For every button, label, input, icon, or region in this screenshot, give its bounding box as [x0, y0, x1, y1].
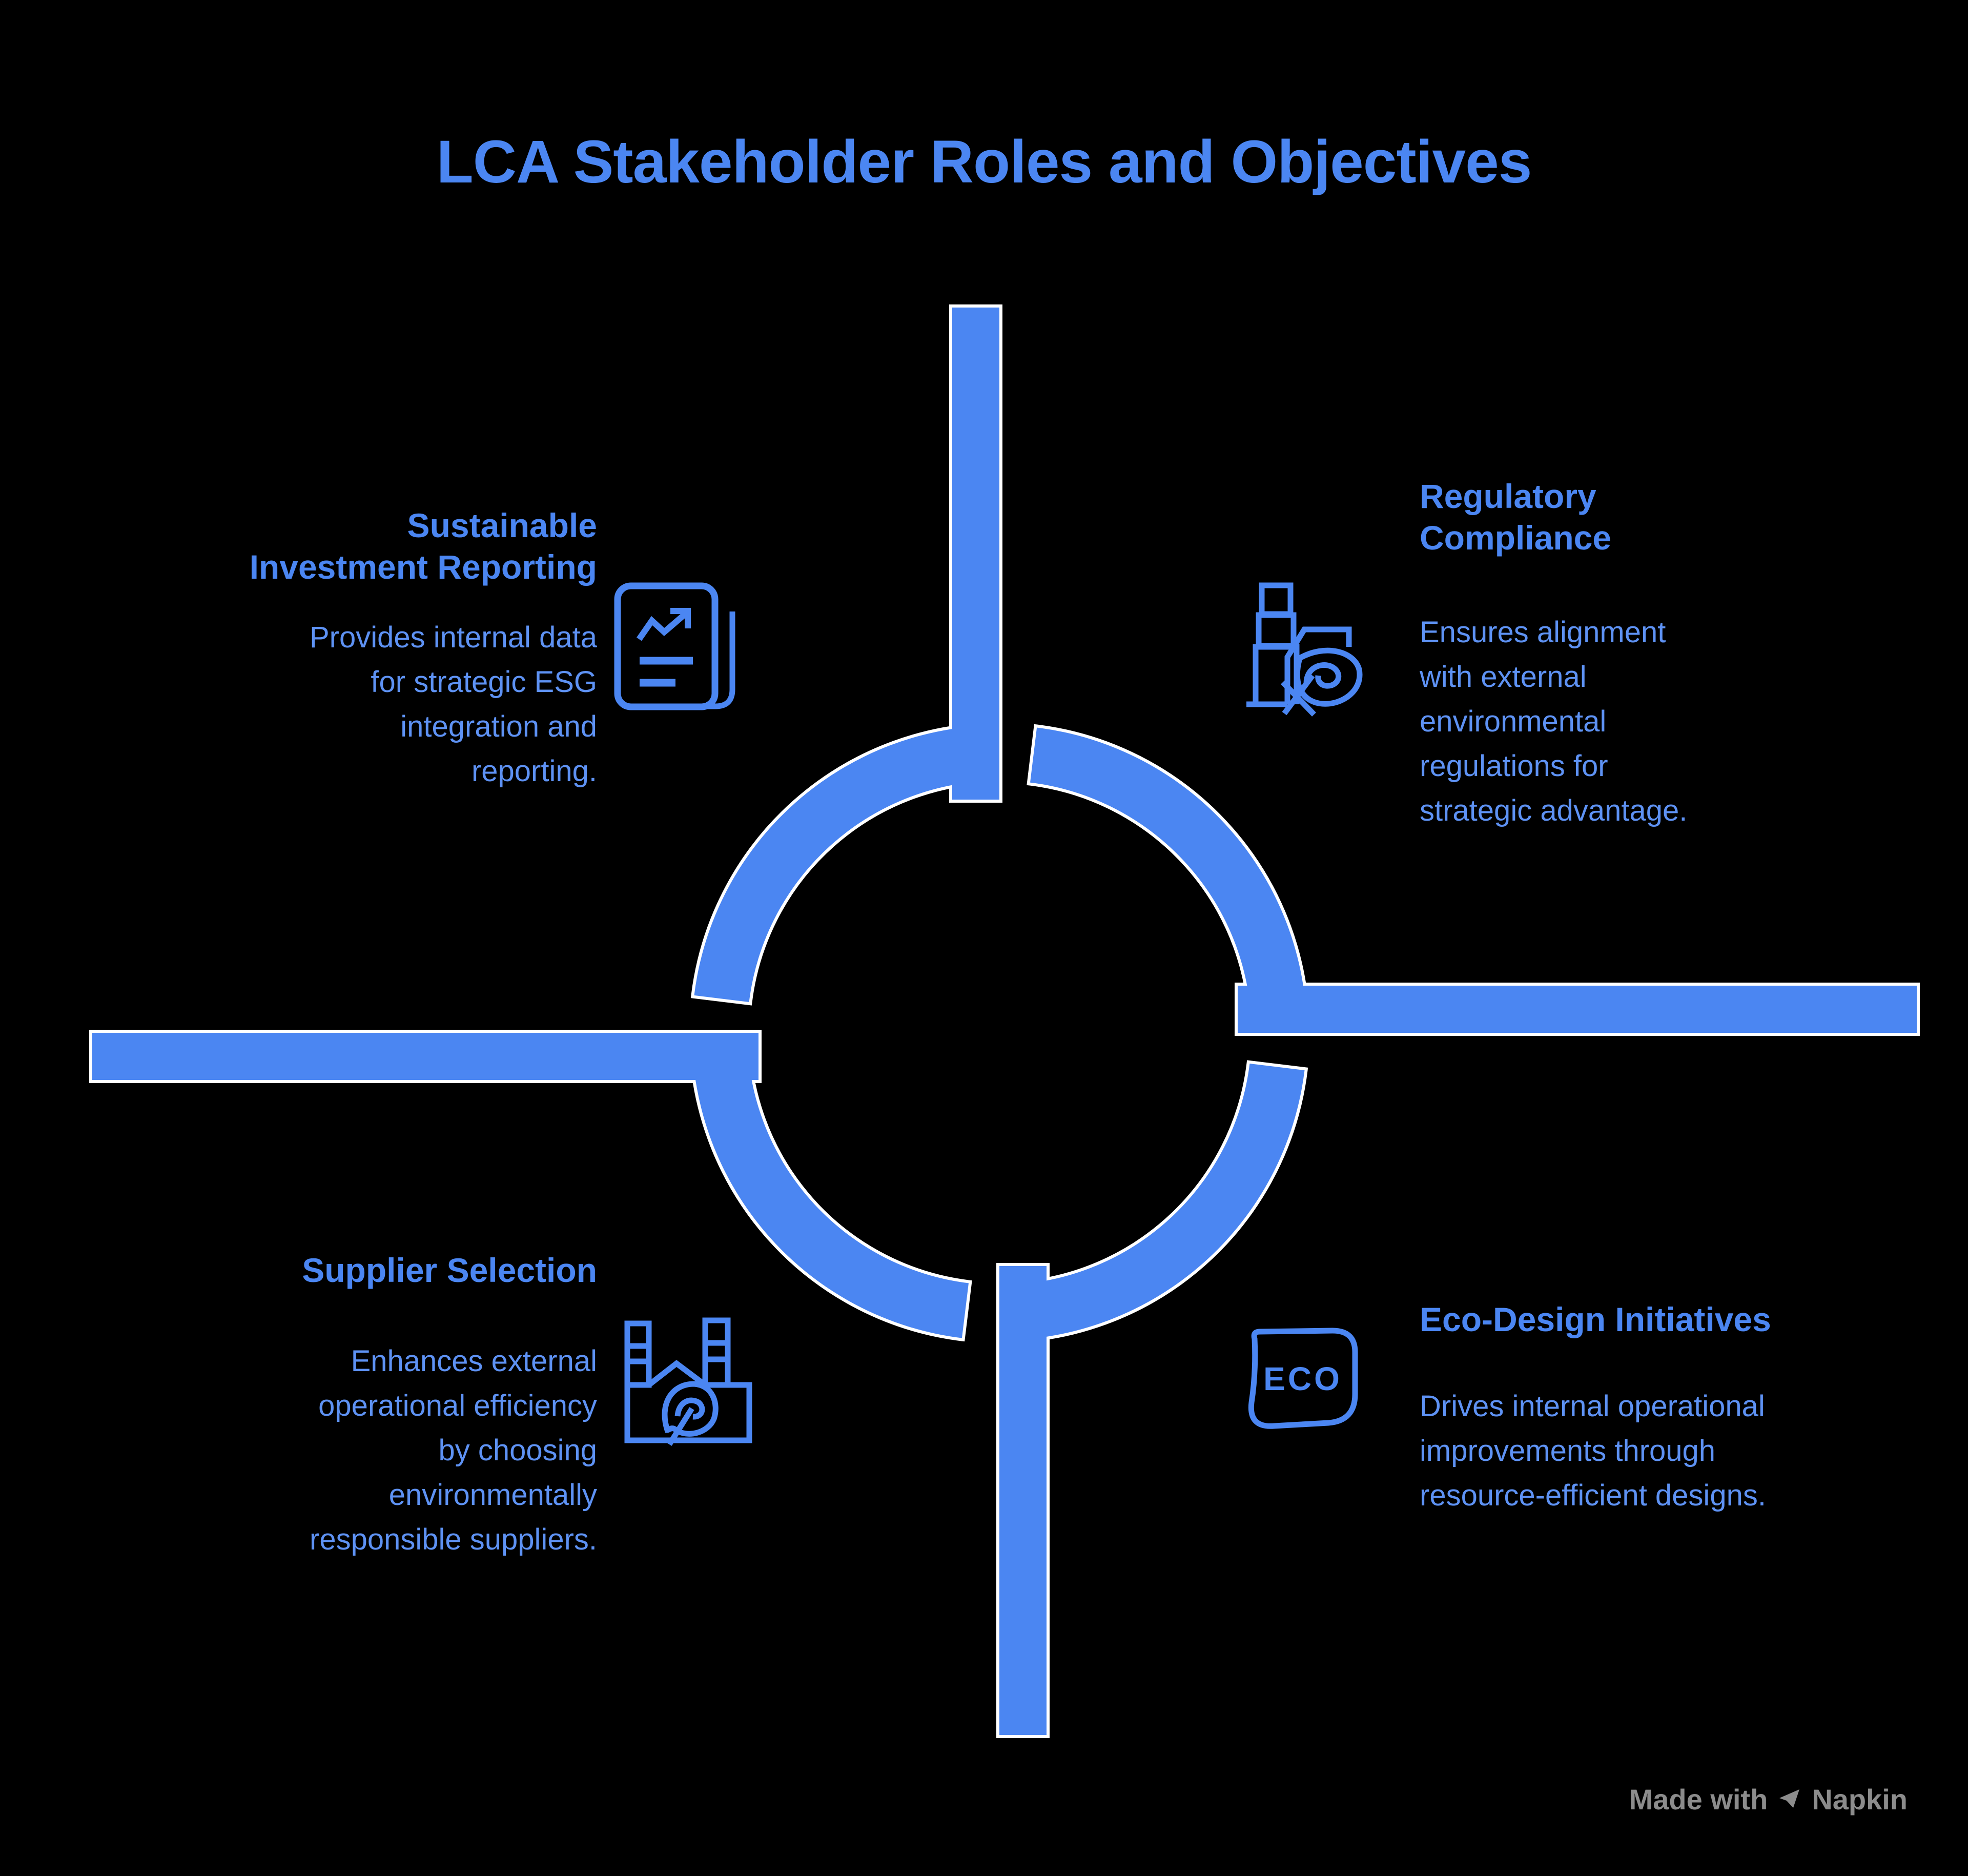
- quadrant-heading-supplier-selection: Supplier Selection: [302, 1251, 597, 1289]
- quadrant-body-eco-design-initiatives: Drives internal operational improvements…: [1420, 1390, 1766, 1512]
- quadrant-body-supplier-selection: Enhances external operational efficiency…: [310, 1344, 597, 1556]
- page-title: LCA Stakeholder Roles and Objectives: [436, 128, 1532, 196]
- eco-factory-icon: [624, 1317, 752, 1446]
- quadrant-heading-eco-design-initiatives: Eco-Design Initiatives: [1420, 1300, 1771, 1338]
- watermark: Made with Napkin: [1629, 1783, 1908, 1816]
- eco-icon-label: ECO: [1263, 1360, 1342, 1397]
- napkin-logo-icon: [1778, 1783, 1801, 1816]
- watermark-prefix: Made with: [1629, 1783, 1768, 1816]
- watermark-brand: Napkin: [1812, 1783, 1908, 1816]
- quadrant-heading-regulatory-compliance: Regulatory Compliance: [1420, 477, 1612, 557]
- quadrant-body-regulatory-compliance: Ensures alignment with external environm…: [1420, 616, 1688, 827]
- eco-badge-icon: ECO: [1248, 1328, 1358, 1429]
- quadrant-heading-sustainable-investment-reporting: Sustainable Investment Reporting: [249, 506, 597, 586]
- factory-leaf-icon: [1246, 582, 1363, 717]
- quadrant-body-sustainable-investment-reporting: Provides internal data for strategic ESG…: [310, 621, 597, 788]
- report-trend-icon: [614, 582, 735, 710]
